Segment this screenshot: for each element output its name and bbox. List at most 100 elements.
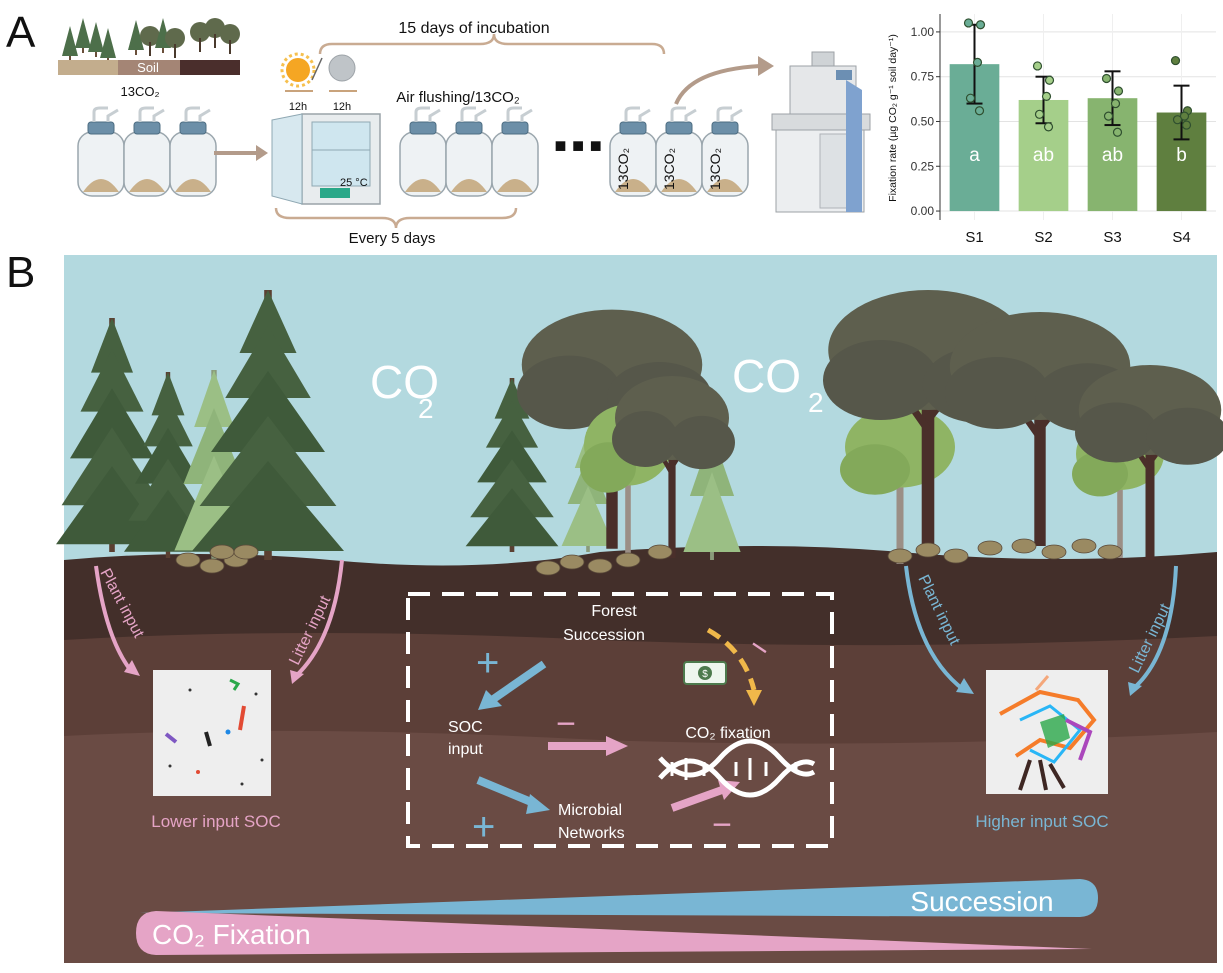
right-plant-input-arrow bbox=[904, 565, 966, 692]
co2-right-label: CO bbox=[732, 350, 801, 402]
data-point bbox=[1103, 111, 1114, 121]
significance-letter: ab bbox=[1102, 145, 1123, 166]
soil-label: Soil bbox=[137, 60, 159, 75]
arrow-head-icon bbox=[124, 660, 140, 676]
data-point bbox=[1170, 55, 1181, 66]
right-litter-input-arrow bbox=[1132, 565, 1178, 690]
x-tick-label: S1 bbox=[965, 229, 983, 246]
bottle-label: 13CO₂ bbox=[661, 148, 677, 190]
y-ticks: 0.00 0.25 0.50 0.75 1.00 bbox=[911, 25, 940, 218]
arrow-head-icon bbox=[956, 678, 974, 694]
co2-fixation-box-label: CO₂ fixation bbox=[685, 725, 770, 742]
data-point bbox=[963, 18, 974, 28]
y-axis-label: Fixation rate (µg CO₂ g⁻¹ soil day⁻¹) bbox=[887, 34, 899, 202]
microbial-networks-line1: Microbial bbox=[558, 802, 622, 819]
data-point bbox=[1044, 75, 1055, 85]
plus-sign-top: + bbox=[476, 641, 499, 685]
dna-icon bbox=[658, 738, 816, 798]
panel-letter-a: A bbox=[6, 8, 36, 57]
incubation-workflow: Soil 13CO₂ 12h 12h 25 °C 15 days of incu… bbox=[58, 18, 871, 247]
isotope-analyzer-icon bbox=[771, 51, 871, 213]
co2-right-subscript: 2 bbox=[808, 387, 824, 418]
co2-left-subscript: 2 bbox=[418, 393, 434, 424]
every-brace bbox=[274, 207, 518, 229]
y-tick-label: 0.75 bbox=[911, 70, 935, 84]
divider bbox=[311, 57, 323, 81]
succession-to-fixation-arrow bbox=[706, 627, 757, 691]
sun-icon bbox=[280, 52, 316, 88]
data-point bbox=[1043, 122, 1054, 132]
data-point bbox=[972, 57, 983, 67]
lower-soc-label: Lower input SOC bbox=[151, 812, 280, 831]
soc-input-line2: input bbox=[448, 741, 483, 758]
higher-network-image bbox=[986, 670, 1108, 794]
moon-icon bbox=[328, 54, 356, 82]
incubation-brace bbox=[318, 33, 666, 55]
left-litter-input-arrow bbox=[294, 559, 344, 678]
succession-to-soc-arrow bbox=[489, 660, 547, 704]
left-plant-input-arrow bbox=[94, 565, 134, 674]
succession-wedge bbox=[140, 879, 1098, 917]
mechanism-box bbox=[406, 592, 834, 848]
y-tick-label: 1.00 bbox=[911, 25, 935, 39]
plus-sign-bottom: + bbox=[472, 805, 495, 849]
chart-bars: a ab ab b bbox=[949, 18, 1207, 212]
arrow-head-icon bbox=[526, 794, 550, 814]
minus-sign-bottom: − bbox=[712, 806, 732, 844]
x-tick-label: S2 bbox=[1034, 229, 1052, 246]
fixation-rate-chart: a ab ab b 0.00 0.25 0.50 0.75 1.00 S1 S2 S3 S4 Fix… bbox=[887, 14, 1216, 246]
flushing-label: Air flushing/13CO₂ bbox=[396, 89, 520, 106]
data-point bbox=[1172, 115, 1183, 125]
incubation-label: 15 days of incubation bbox=[398, 20, 549, 37]
data-point bbox=[1034, 109, 1045, 119]
arrow-head-icon bbox=[290, 670, 304, 684]
data-point bbox=[1110, 98, 1121, 109]
data-point bbox=[975, 20, 986, 30]
data-point bbox=[1179, 111, 1190, 121]
arrow-head-icon bbox=[478, 690, 502, 710]
microbial-networks-line2: Networks bbox=[558, 825, 625, 842]
night-hours: 12h bbox=[333, 101, 351, 113]
money-icon: $ bbox=[683, 661, 727, 685]
forest-succession-line2: Succession bbox=[563, 627, 645, 644]
x-ticks: S1 S2 S3 S4 bbox=[965, 229, 1190, 246]
network-to-fixation-arrow bbox=[670, 786, 724, 812]
co2-label: 13CO₂ bbox=[120, 84, 159, 99]
x-tick-label: S3 bbox=[1103, 229, 1121, 246]
arrow-head-icon bbox=[606, 736, 628, 756]
data-point bbox=[1113, 86, 1124, 96]
every-label: Every 5 days bbox=[349, 230, 436, 247]
soc-input-line1: SOC bbox=[448, 719, 483, 736]
significance-letter: a bbox=[969, 145, 980, 166]
arrow-head-icon bbox=[746, 690, 762, 706]
incubator-icon bbox=[271, 113, 381, 205]
data-point bbox=[1181, 120, 1192, 130]
bottle-label: 13CO₂ bbox=[707, 148, 723, 190]
data-point bbox=[1032, 61, 1043, 71]
co2-fixation-wedge bbox=[136, 911, 1092, 955]
curved-arrow-icon bbox=[674, 64, 761, 105]
temperature-label: 25 °C bbox=[340, 177, 368, 189]
data-point bbox=[1112, 127, 1123, 137]
significance-letter: b bbox=[1176, 145, 1187, 166]
bottle-label: 13CO₂ bbox=[615, 148, 631, 190]
soc-to-network-arrow bbox=[476, 776, 538, 808]
data-point bbox=[1041, 91, 1052, 102]
day-hours: 12h bbox=[289, 101, 307, 113]
minus-sign-middle: − bbox=[556, 705, 576, 743]
arrow-head-icon bbox=[758, 56, 774, 76]
x-tick-label: S4 bbox=[1172, 229, 1190, 246]
co2-left-label: CO bbox=[370, 356, 439, 408]
arrow-head-icon bbox=[1128, 682, 1142, 696]
ellipsis: ■ ■ ■ bbox=[554, 135, 601, 157]
y-tick-label: 0.00 bbox=[911, 204, 935, 218]
y-tick-label: 0.25 bbox=[911, 159, 935, 173]
soil-strip-early bbox=[58, 60, 118, 75]
succession-label: Succession bbox=[910, 886, 1053, 917]
co2-fixation-label: CO₂ Fixation bbox=[152, 919, 311, 950]
data-point bbox=[974, 106, 985, 116]
data-point bbox=[965, 93, 976, 103]
significance-letter: ab bbox=[1033, 145, 1054, 166]
y-tick-label: 0.50 bbox=[911, 114, 935, 128]
